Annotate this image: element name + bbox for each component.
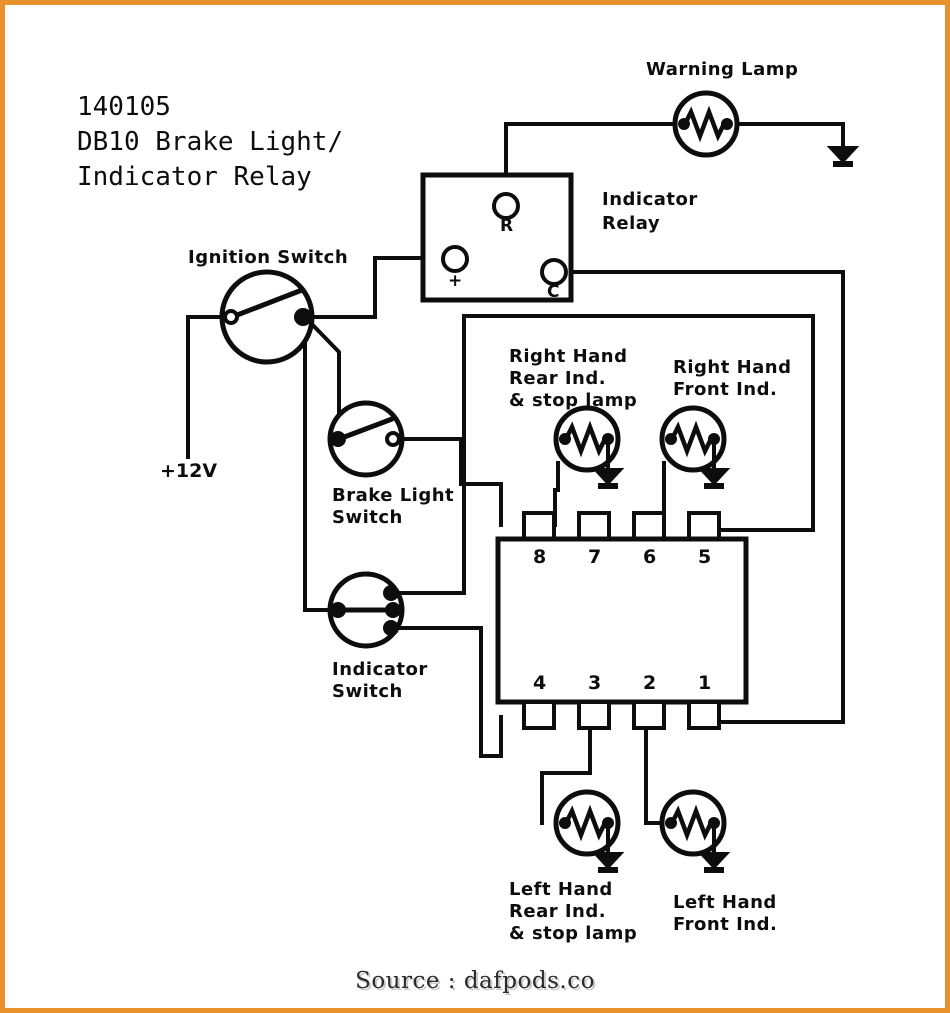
warning-lamp-terminal-left	[678, 118, 690, 130]
relay-terminal-r	[492, 192, 520, 220]
rh-front-lamp-terminal-left	[665, 433, 677, 445]
ignition-switch-label: Ignition Switch	[188, 247, 348, 268]
relay-terminal-r-label: R	[500, 216, 513, 236]
brake-light-switch-label-line2: Switch	[332, 507, 403, 528]
connector-block-body	[495, 536, 749, 705]
lh-rear-lamp-label-line1: Left Hand	[509, 879, 613, 900]
indicator-switch-label-line2: Switch	[332, 681, 403, 702]
rh-rear-lamp-label-line1: Right Hand	[509, 346, 628, 367]
connector-block: 8 7 6 5 4 3 2 1	[495, 511, 749, 730]
brake-light-switch-terminal-left	[330, 431, 346, 447]
relay-terminal-c	[540, 258, 568, 286]
relay-terminal-plus-label: +	[448, 271, 462, 291]
supply-voltage-label: +12V	[160, 460, 217, 482]
wire-pin2-to-lh-front-lamp	[644, 715, 666, 825]
lh-rear-lamp-ground-icon	[591, 852, 625, 873]
wire-pin4-to-indicator-switch-lower	[393, 626, 503, 758]
lh-rear-lamp-filament	[563, 804, 608, 842]
indicator-switch-terminal-upper	[383, 585, 399, 601]
ignition-switch-arm	[229, 287, 305, 320]
connector-pin-label-6: 6	[643, 546, 656, 568]
connector-pin-label-2: 2	[643, 672, 656, 694]
lh-rear-lamp-label-line2: Rear Ind.	[509, 901, 606, 922]
indicator-relay: R + C Indicator Relay	[420, 172, 698, 303]
wire-supply-to-ignition	[186, 315, 231, 459]
wire-ignition-to-brake-switch	[302, 314, 341, 441]
wire-pin3-to-lh-rear-lamp	[540, 715, 592, 825]
brake-light-switch: Brake Light Switch	[327, 400, 454, 528]
connector-pin-label-1: 1	[698, 672, 711, 694]
connector-pin-box-3	[577, 700, 611, 730]
title-line-3: Indicator Relay	[77, 162, 312, 192]
source-credit: Source : dafpods.co	[355, 968, 595, 994]
indicator-switch-label-line1: Indicator	[332, 659, 428, 680]
indicator-switch-terminal-lower	[383, 620, 399, 636]
connector-pin-label-8: 8	[533, 546, 546, 568]
part-number-text: 140105	[77, 92, 171, 122]
rh-rear-lamp-ground-icon	[591, 468, 625, 489]
indicator-switch: Indicator Switch	[327, 571, 428, 702]
title-line-2: DB10 Brake Light/	[77, 127, 343, 157]
lh-front-lamp: Left Hand Front Ind.	[659, 789, 777, 935]
rh-front-lamp-filament	[669, 420, 714, 458]
wire-layer	[186, 122, 845, 825]
connector-pin-box-5	[687, 511, 721, 541]
connector-pin-box-2	[632, 700, 666, 730]
indicator-relay-label-line2: Relay	[602, 213, 660, 234]
lh-front-lamp-label-line2: Front Ind.	[673, 914, 777, 935]
warning-lamp-filament	[682, 105, 727, 143]
rh-rear-lamp-label-line2: Rear Ind.	[509, 368, 606, 389]
lh-front-lamp-ground-icon	[697, 852, 731, 873]
rh-front-lamp-label-line1: Right Hand	[673, 357, 792, 378]
wire-brake-switch-to-pin-8	[392, 437, 503, 527]
ignition-switch: Ignition Switch +12V	[160, 247, 348, 482]
indicator-switch-terminal-middle	[385, 602, 401, 618]
wire-pin5-to-indicator-switch-upper	[393, 314, 815, 595]
connector-pin-box-6	[632, 511, 666, 541]
wire-ignition-to-indicator-switch	[303, 318, 340, 612]
rh-front-lamp: Right Hand Front Ind.	[659, 357, 792, 489]
wire-relay-r-to-warning-lamp	[504, 122, 679, 197]
lh-front-lamp-terminal-left	[665, 817, 677, 829]
lh-front-lamp-filament	[669, 804, 714, 842]
brake-light-switch-label-line1: Brake Light	[332, 485, 454, 506]
brake-light-switch-arm	[336, 416, 395, 442]
rh-front-lamp-ground-icon	[697, 468, 731, 489]
connector-pin-label-7: 7	[588, 546, 601, 568]
indicator-relay-label-line1: Indicator	[602, 189, 698, 210]
connector-pin-label-3: 3	[588, 672, 601, 694]
wire-pin7-to-rh-rear-lamp	[553, 461, 560, 527]
title-block: 140105 DB10 Brake Light/ Indicator Relay	[77, 92, 343, 192]
relay-terminal-plus	[441, 245, 469, 273]
ignition-switch-terminal-right	[294, 308, 312, 326]
connector-pin-box-1	[687, 700, 721, 730]
connector-pin-box-4	[522, 700, 556, 730]
lh-front-lamp-label-line1: Left Hand	[673, 892, 777, 913]
warning-lamp-terminal-right	[721, 118, 733, 130]
connector-pin-label-5: 5	[698, 546, 711, 568]
warning-lamp-label: Warning Lamp	[646, 59, 798, 80]
rh-rear-lamp-terminal-left	[559, 433, 571, 445]
lh-rear-lamp-label-line3: & stop lamp	[509, 923, 637, 944]
rh-rear-lamp: Right Hand Rear Ind. & stop lamp	[509, 346, 637, 489]
wire-warning-lamp-to-ground	[732, 122, 845, 147]
relay-terminal-c-label: C	[547, 282, 559, 302]
lh-rear-lamp: Left Hand Rear Ind. & stop lamp	[509, 789, 637, 944]
brake-light-switch-terminal-right	[385, 431, 401, 447]
wiring-diagram-canvas: 140105 DB10 Brake Light/ Indicator Relay	[77, 59, 860, 944]
wire-ignition-to-relay-plus	[303, 256, 456, 319]
connector-pin-label-4: 4	[533, 672, 546, 694]
wire-relay-c-to-pin-1	[569, 270, 845, 724]
warning-lamp: Warning Lamp	[646, 59, 860, 167]
indicator-switch-terminal-common	[330, 602, 346, 618]
rh-front-lamp-label-line2: Front Ind.	[673, 379, 777, 400]
lh-rear-lamp-terminal-left	[559, 817, 571, 829]
ignition-switch-terminal-left	[223, 309, 239, 325]
rh-rear-lamp-filament	[563, 420, 608, 458]
warning-lamp-ground-icon	[826, 146, 860, 167]
connector-pin-box-7	[577, 511, 611, 541]
rh-rear-lamp-label-line3: & stop lamp	[509, 390, 637, 411]
connector-pin-box-8	[522, 511, 556, 541]
